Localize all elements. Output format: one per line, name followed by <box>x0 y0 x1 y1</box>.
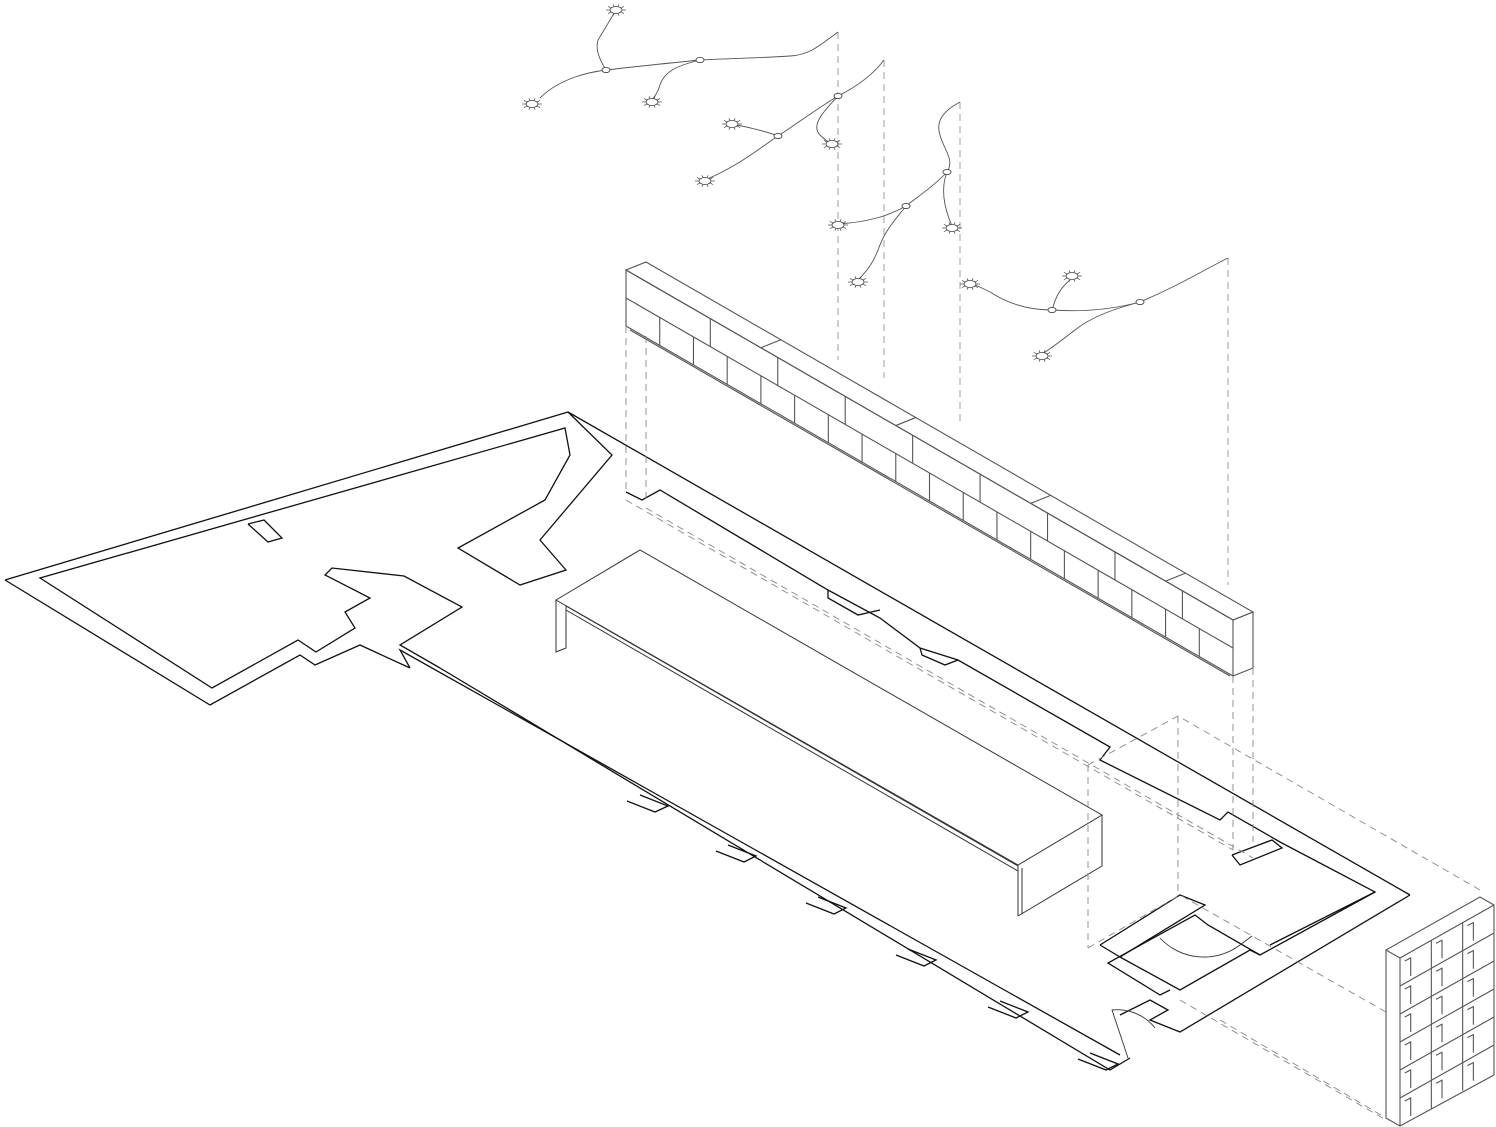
end-shelf-front <box>1385 896 1495 1127</box>
end-shelf-side <box>1385 949 1401 1126</box>
shelf-top-seam <box>760 339 782 349</box>
pendant-lamp-icon <box>960 278 980 290</box>
end-shelf-cell <box>1435 1023 1443 1043</box>
end-shelf-row <box>1399 1016 1495 1071</box>
end-shelf-cell <box>1467 1033 1474 1053</box>
rear-wall-outer <box>567 411 1411 896</box>
pendant-lamp-icon <box>695 175 715 187</box>
end-shelf-cell <box>1404 985 1412 1004</box>
outer-wall-left-lower <box>4 579 411 706</box>
end-shelf-cell <box>1435 995 1443 1015</box>
end-shelf-cell <box>1435 1079 1443 1099</box>
end-shelf-cell <box>1467 977 1474 997</box>
bath-door-swing <box>1159 935 1253 958</box>
front-wall-openings <box>626 794 1120 1071</box>
light-junction-nodes <box>601 56 1145 314</box>
central-table <box>555 549 1103 917</box>
shelf-top-seam <box>1165 572 1186 582</box>
shelf-top <box>624 261 1255 621</box>
pendant-lamp-icon <box>822 138 842 150</box>
right-end-wall <box>1119 894 1411 1033</box>
front-wall-inner <box>398 648 1121 1056</box>
pendant-lamp-icon <box>722 118 742 130</box>
wall-shelving-unit <box>624 261 1255 677</box>
end-shelf-row <box>1399 1044 1495 1099</box>
light-junction-node <box>1135 298 1145 306</box>
bath-partition <box>1099 894 1207 958</box>
shelf-top-seam <box>895 417 916 427</box>
pendant-lamp-icon <box>642 96 662 108</box>
table-top <box>555 549 1103 866</box>
end-shelf-cell <box>1467 1005 1474 1025</box>
front-wall-outer <box>439 667 1131 1071</box>
light-junction-node <box>1047 306 1057 314</box>
end-shelf-row <box>1399 988 1495 1043</box>
end-shelf-cell <box>1404 957 1412 976</box>
end-shelf-cell <box>1404 1041 1412 1060</box>
bath-partition-2 <box>1119 949 1261 991</box>
light-junction-node <box>942 168 952 176</box>
end-shelf-cell <box>1435 967 1443 987</box>
entry-door-swing <box>1111 1009 1156 1059</box>
end-shelf-cell <box>1467 1061 1474 1081</box>
pendant-lamp-icon <box>606 4 626 16</box>
closet-partition <box>1231 839 1284 866</box>
rear-wall-jog-1 <box>827 590 881 616</box>
pendant-lamp-icon <box>828 219 848 231</box>
end-shelf-grid <box>1399 921 1495 1116</box>
end-shelf-cell <box>1467 921 1474 941</box>
outer-wall-left-wing <box>4 411 613 689</box>
rear-wall-inner <box>625 489 1377 946</box>
end-shelving-unit <box>1385 896 1495 1127</box>
end-shelf-cell <box>1435 939 1443 959</box>
end-shelf-row <box>1399 960 1495 1015</box>
end-shelf-edge <box>1399 904 1495 959</box>
pendant-lamp-icon <box>1062 270 1082 282</box>
table-front-edge <box>555 600 1019 916</box>
pendant-light-clusters <box>522 4 1229 362</box>
floor-plan-walls <box>4 411 1411 1071</box>
end-shelf-cell <box>1467 949 1474 969</box>
end-shelf-cell <box>1404 1069 1412 1088</box>
end-shelf-row <box>1399 932 1495 987</box>
pendant-lamp-icon <box>1032 350 1052 362</box>
light-junction-node <box>773 132 783 140</box>
light-junction-node <box>601 66 611 74</box>
pendant-lamp-icon <box>848 276 868 288</box>
table-end-leg <box>1017 815 1103 917</box>
pendant-lamp-icon <box>522 98 542 110</box>
end-shelf-cell <box>1404 1013 1412 1032</box>
shelf-bottom-rail <box>629 329 1231 677</box>
projection-guides <box>625 32 1481 1121</box>
light-junction-node <box>901 202 911 210</box>
pendant-lamps <box>522 4 1082 362</box>
pendant-lamp-icon <box>942 222 962 234</box>
end-shelf-cell <box>1435 1051 1443 1071</box>
room-divider-notch <box>247 519 284 543</box>
rear-wall-jog-2 <box>919 647 959 666</box>
end-shelf-cell <box>1404 1097 1412 1116</box>
shelf-end <box>1232 611 1254 677</box>
shelf-top-seam <box>1030 494 1051 504</box>
light-junction-node <box>833 92 843 100</box>
light-junction-node <box>695 56 705 64</box>
table-edge-thickness <box>565 609 1019 872</box>
shelf-dividers <box>659 317 1200 657</box>
